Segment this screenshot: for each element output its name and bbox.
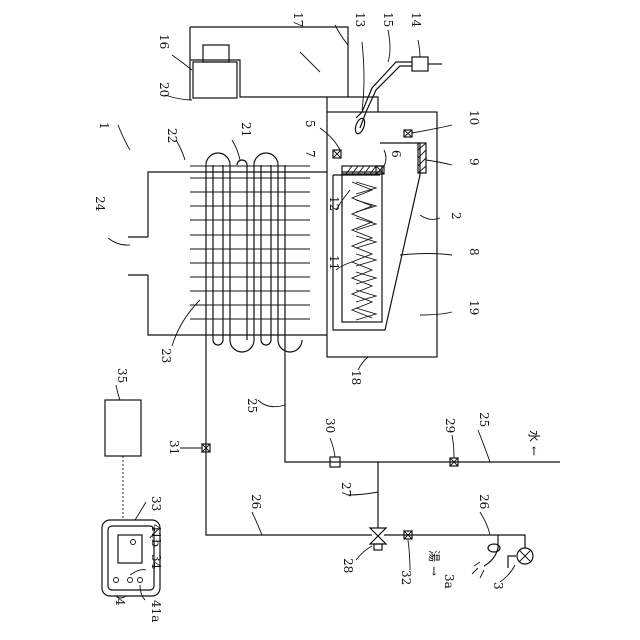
label-26a: 26 — [249, 494, 263, 509]
label-9: 9 — [467, 158, 481, 166]
label-12: 12 — [327, 196, 341, 211]
label-6: 6 — [389, 150, 403, 158]
leader-lines — [108, 25, 515, 600]
flame-icon — [352, 182, 376, 320]
label-18: 18 — [349, 370, 363, 385]
label-4: 4 — [113, 598, 127, 606]
combustion-chamber — [327, 112, 437, 357]
label-24: 24 — [93, 196, 107, 212]
label-33: 33 — [149, 496, 163, 511]
label-10: 10 — [467, 110, 481, 125]
label-8: 8 — [467, 248, 481, 256]
label-2: 2 — [449, 212, 463, 220]
label-3a: 3a — [442, 574, 456, 589]
label-31: 31 — [167, 440, 181, 455]
label-29: 29 — [443, 418, 457, 433]
label-14: 14 — [409, 12, 423, 28]
label-28: 28 — [341, 558, 355, 573]
label-34: 34 — [149, 554, 163, 570]
label-22: 22 — [165, 128, 179, 143]
label-27: 27 — [339, 482, 353, 497]
label-25a: 25 — [245, 398, 259, 413]
hot-water-label: 湯 — [427, 550, 441, 562]
exhaust-duct — [190, 27, 378, 112]
arrow-icon: ← — [527, 446, 541, 456]
label-21: 21 — [239, 122, 253, 137]
igniter-assembly — [354, 57, 442, 135]
label-3: 3 — [491, 582, 505, 590]
valve-icon — [202, 444, 458, 550]
label-32: 32 — [399, 570, 413, 585]
labels: 1 2 3 3a 4 5 6 7 8 9 10 11 12 13 14 15 1… — [93, 12, 505, 622]
arrow-icon: → — [427, 566, 441, 576]
label-30: 30 — [323, 418, 337, 433]
label-19: 19 — [467, 300, 481, 315]
label-1: 1 — [97, 122, 111, 130]
heat-exchange-fins — [190, 166, 310, 319]
label-16: 16 — [157, 34, 171, 49]
label-13: 13 — [353, 12, 367, 27]
faucet-icon — [508, 548, 533, 568]
label-11: 11 — [327, 255, 341, 270]
shower-icon — [472, 544, 500, 578]
label-5: 5 — [303, 120, 317, 128]
label-20: 20 — [157, 82, 171, 97]
label-26b: 26 — [477, 494, 491, 509]
heat-exchanger-casing — [128, 172, 327, 335]
label-7: 7 — [303, 150, 317, 158]
label-17: 17 — [291, 12, 305, 27]
control-unit — [105, 400, 141, 520]
label-41a: 41a — [149, 600, 163, 622]
label-41b: 41b — [149, 524, 163, 547]
label-25b: 25 — [477, 412, 491, 427]
label-23: 23 — [159, 348, 173, 363]
heat-exchanger-tube — [206, 153, 302, 405]
water-label: 水 — [527, 430, 541, 442]
label-15: 15 — [381, 12, 395, 27]
label-35: 35 — [115, 368, 129, 383]
